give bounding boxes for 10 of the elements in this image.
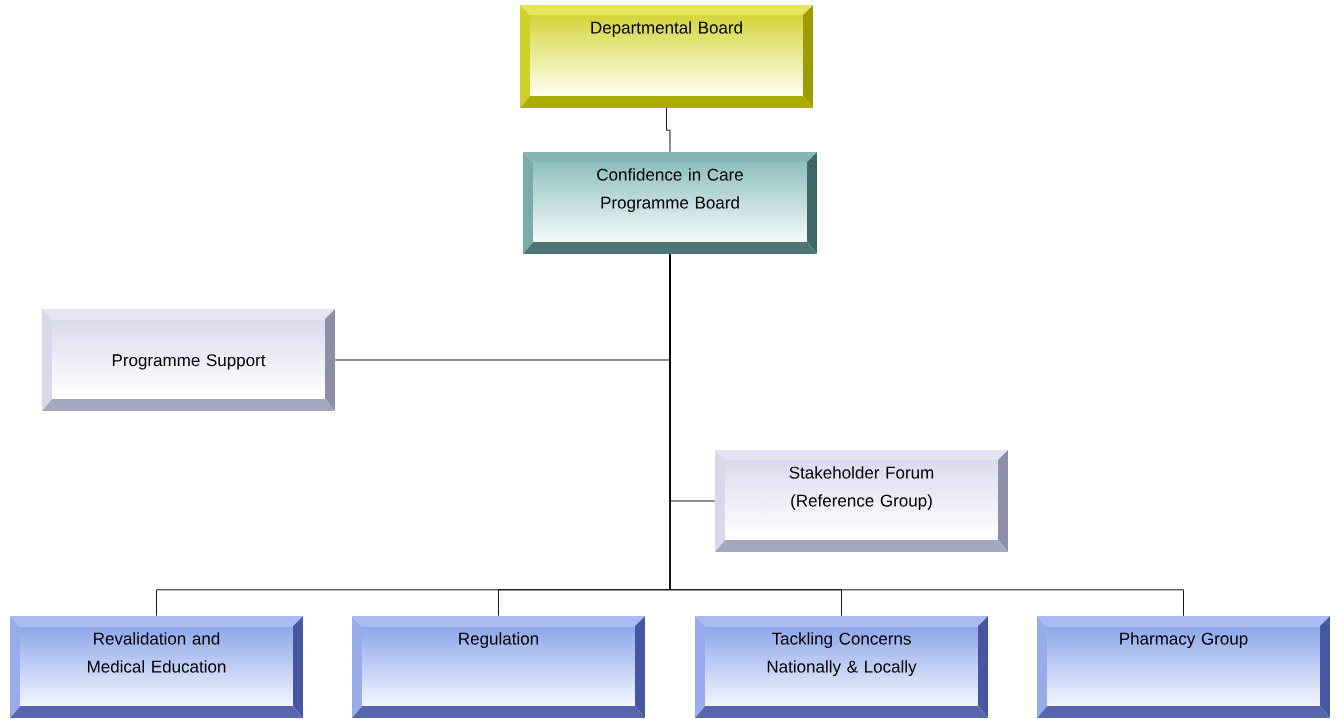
box: Departmental Board (520, 5, 813, 108)
box: Pharmacy Group (1037, 616, 1330, 718)
box: Tackling Concerns Nationally & Locally (695, 616, 988, 718)
box: Programme Support (42, 309, 335, 411)
connector-line (669, 253, 1184, 617)
box: Regulation (352, 616, 645, 718)
box: Stakeholder Forum (Reference Group) (715, 450, 1008, 552)
connector-line (666, 107, 671, 153)
box: Revalidation and Medical Education (10, 616, 303, 718)
box: Confidence in Care Programme Board (523, 152, 817, 254)
